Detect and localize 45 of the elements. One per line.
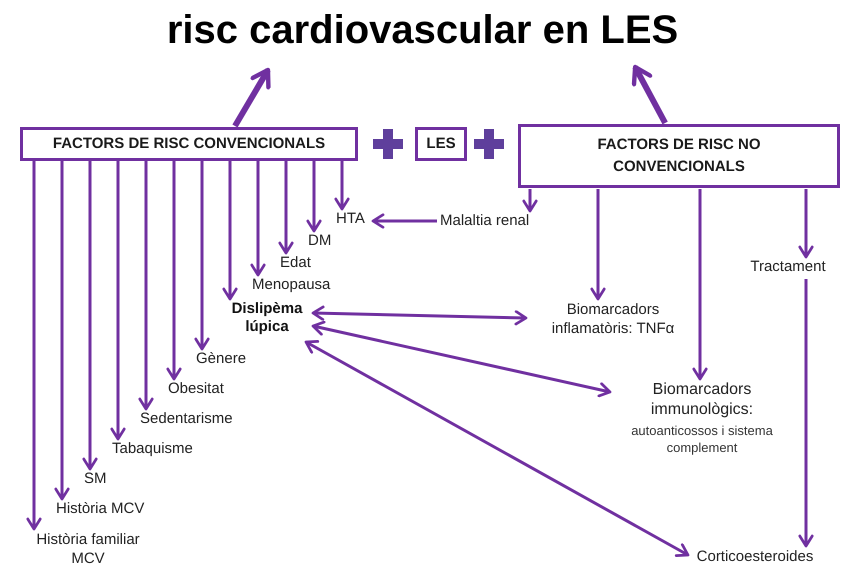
factor-label: HTA [336, 210, 372, 228]
arrow [138, 161, 154, 410]
arrow [334, 161, 350, 210]
arrow [306, 161, 322, 232]
factor-label: Gènere [196, 350, 256, 368]
factor-label: Edat [280, 254, 316, 272]
arrow [250, 161, 266, 276]
arrow [110, 161, 126, 440]
arrow [232, 68, 271, 128]
factor-label: Biomarcadors immunològics: [650, 380, 754, 420]
arrow [312, 306, 528, 326]
factor-label: Història familiar MCV [28, 530, 148, 568]
factor-label: SM [84, 470, 124, 488]
arrow [222, 161, 238, 300]
factor-label: Tractament [740, 258, 836, 276]
factor-label: Corticoesteroides [680, 548, 830, 566]
arrow [26, 161, 42, 530]
arrow [798, 279, 814, 548]
arrow [522, 189, 538, 212]
arrow [692, 189, 708, 380]
arrow [166, 161, 182, 380]
title: risc cardiovascular en LES [166, 7, 680, 54]
arrow [278, 161, 294, 254]
factor-label: Malaltia renal [440, 212, 565, 230]
factor-label: Tabaquisme [112, 440, 212, 458]
category-box: LES [415, 127, 467, 161]
arrow [798, 189, 814, 258]
arrow [54, 161, 70, 500]
factor-label: Dislipèma lúpica [224, 300, 310, 336]
factor-label: Sedentarisme [140, 410, 250, 428]
factor-label: Història MCV [56, 500, 166, 518]
arrow [372, 213, 437, 229]
category-box: FACTORS DE RISC NO CONVENCIONALS [518, 124, 840, 188]
factor-label: Biomarcadors inflamatòris: TNFα [528, 300, 698, 338]
factor-detail: autoanticossos i sistema complement [630, 422, 774, 456]
arrow [590, 189, 606, 300]
category-box: FACTORS DE RISC CONVENCIONALS [20, 127, 358, 161]
arrow [82, 161, 98, 470]
arrow [632, 64, 668, 124]
factor-label: Obesitat [168, 380, 238, 398]
arrow [194, 161, 210, 350]
arrow [312, 320, 612, 398]
factor-label: DM [308, 232, 336, 250]
factor-label: Menopausa [252, 276, 336, 294]
arrow [304, 340, 690, 557]
